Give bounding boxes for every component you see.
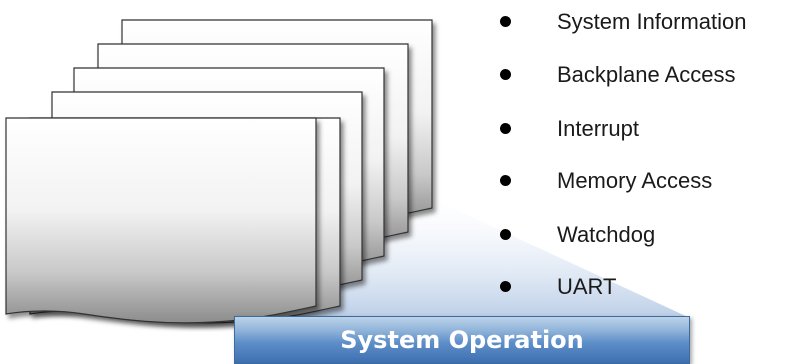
- document-page-stack: [5, 19, 433, 324]
- bullet-icon: [500, 175, 511, 186]
- feature-label: Backplane Access: [557, 62, 736, 87]
- bullet-icon: [500, 229, 511, 240]
- bullet-icon: [500, 69, 511, 80]
- bullet-icon: [500, 281, 511, 292]
- title-bar: System Operation: [234, 316, 690, 364]
- feature-label: System Information: [557, 9, 747, 34]
- feature-label: Memory Access: [557, 168, 713, 193]
- callout-wedge: [237, 185, 690, 318]
- bullet-icon: [500, 16, 511, 27]
- document-page-1: [5, 117, 317, 324]
- bullet-icon: [500, 123, 511, 134]
- feature-label: Watchdog: [557, 222, 656, 247]
- feature-label: Interrupt: [557, 116, 639, 141]
- feature-label: UART: [557, 274, 617, 299]
- title-bar-label: System Operation: [340, 326, 584, 354]
